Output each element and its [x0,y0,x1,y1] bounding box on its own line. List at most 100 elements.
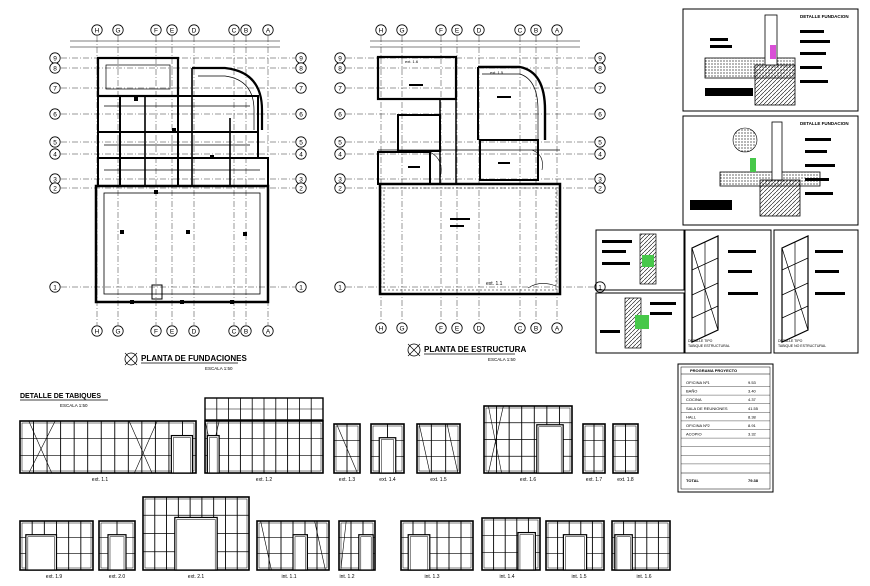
axis-bubble [188,325,200,337]
program-row-value: 4.37 [748,397,757,402]
axis-label: G [399,325,404,332]
axis-bubble [91,24,103,36]
axis-bubble [49,62,61,74]
program-row-name: COCINA [686,397,702,402]
program-row-value: 41.55 [748,406,759,411]
axis-bubble [49,136,61,148]
axis-label: D [477,27,482,34]
axis-bubble [594,62,606,74]
wall-elevation: ext. 1.7 [582,423,606,483]
axis-bubble [262,325,274,337]
axis-label: 5 [598,139,602,146]
axis-label: 8 [598,65,602,72]
wall-elevation-label: int. 1.2 [339,574,354,580]
axis-label: H [379,325,384,332]
axis-bubble [150,325,162,337]
axis-label: 9 [299,55,303,62]
axis-label: 3 [598,176,602,183]
wall-elevation: ext. 1.5 [416,423,461,483]
wall-elevation-label: ext. 2.1 [188,574,205,580]
axis-bubble [295,62,307,74]
axis-bubble [295,182,307,194]
wall-elevation: ext. 2.1 [142,496,250,580]
wall-elevation: int. 1.3 [400,520,474,580]
axis-bubble [334,62,346,74]
axis-label: H [379,27,384,34]
foundation-detail-2-title: DETALLE FUNDACION [800,121,849,126]
program-row-name: OFICINA Nº1 [686,380,710,385]
axis-label: 8 [338,65,342,72]
axis-label: F [154,328,158,335]
wall-elevation: int. 1.4 [481,517,541,580]
axis-label: F [154,27,158,34]
axis-bubble [112,24,124,36]
wall-detail-small-2 [595,292,685,354]
axis-label: D [192,27,197,34]
program-row-name: OFICINA Nº2 [686,423,710,428]
axis-label: 1 [338,284,342,291]
program-row-name: SALA DE REUNIONES [686,406,728,411]
foundation-plan [70,40,280,304]
axis-label: 4 [53,151,57,158]
wall-elevation-label: ext. 1.2 [256,477,273,483]
axis-label: 5 [53,139,57,146]
axis-label: C [518,325,523,332]
axis-bubble [334,108,346,120]
axis-label: G [115,328,120,335]
svg-text:ext. 1.6: ext. 1.6 [405,59,419,64]
wall-elevation-label: ext. 1.4 [379,477,396,483]
axis-label: 7 [299,85,303,92]
program-row-value: 9.53 [748,380,757,385]
axis-bubble [530,322,542,334]
axis-label: B [534,325,538,332]
axis-bubble [375,24,387,36]
axis-bubble [166,24,178,36]
axis-bubble [295,82,307,94]
wall-elevation: ext. 1.2 [204,420,324,483]
wall-elevation-label: ext. 2.0 [109,574,126,580]
axis-label: D [477,325,482,332]
axis-label: 3 [338,176,342,183]
axis-bubble [112,325,124,337]
axis-bubble [594,182,606,194]
axis-bubble [240,325,252,337]
foundation-plan-title: PLANTA DE FUNDACIONES [141,354,247,363]
axis-label: F [439,325,443,332]
axis-bubble [551,24,563,36]
axis-label: E [170,328,175,335]
axis-bubble [295,148,307,160]
wall-elevation-label: ext. 1.7 [586,477,603,483]
axis-bubble [228,24,240,36]
structure-plan: ext. 1.1 ext. 1.6 ext. 1.5 [370,40,580,296]
wall-elevation: ext. 1.8 [612,423,639,483]
axis-bubble [295,108,307,120]
program-row-value: 3.40 [748,389,757,394]
structure-plan-scale: ESCALA 1:50 [488,357,516,362]
axis-label: H [95,328,100,335]
axis-label: 9 [53,55,57,62]
axis-bubble [473,24,485,36]
axis-label: H [95,27,100,34]
axis-bubble [451,322,463,334]
axis-label: A [266,27,271,34]
axis-label: 8 [299,65,303,72]
axis-label: 4 [299,151,303,158]
program-row-name: HALL [686,414,697,419]
axis-label: 3 [53,176,57,183]
axis-label: 2 [53,185,57,192]
axis-bubble [49,182,61,194]
axis-bubble [49,82,61,94]
axis-label: 1 [53,284,57,291]
svg-text:ext. 1.5: ext. 1.5 [490,70,504,75]
wall-elevation-label: int. 1.5 [571,574,586,580]
program-row-value: 8.38 [748,414,757,419]
axis-bubble [262,24,274,36]
axis-label: F [439,27,443,34]
wall-elevation: ext. 1.1 [19,420,197,483]
axis-label: 6 [53,111,57,118]
axis-bubble [240,24,252,36]
program-row-value: 8.91 [748,423,757,428]
